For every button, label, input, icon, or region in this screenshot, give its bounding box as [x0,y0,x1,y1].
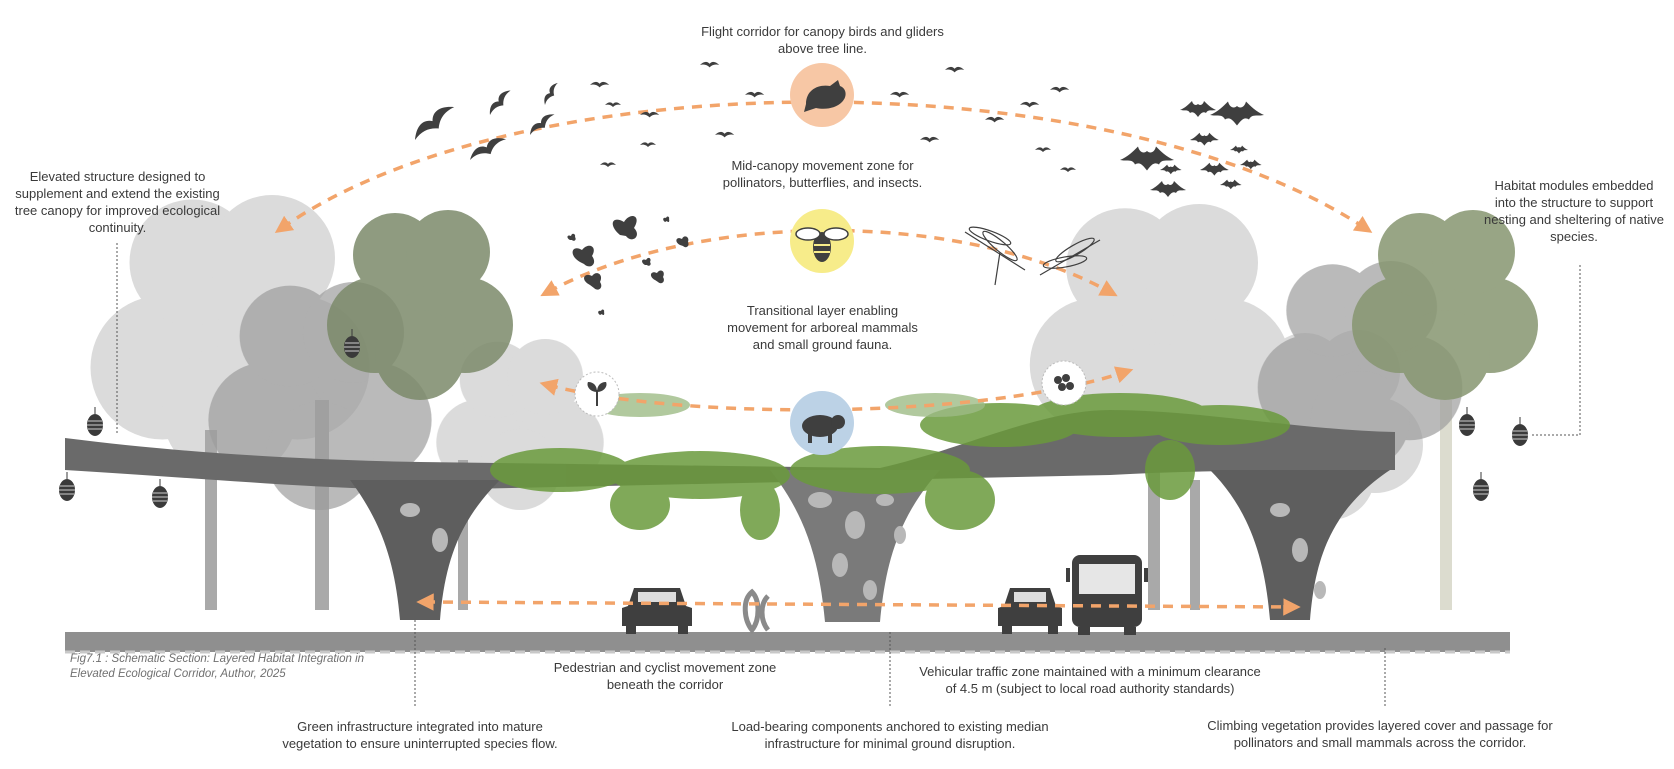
cyclist-icon [742,588,771,635]
car-icon [622,588,692,634]
label-green-infrastructure: Green infrastructure integrated into mat… [282,719,558,751]
bat-icon [1120,101,1264,197]
pointer-lines [116,243,1581,708]
label-mid-canopy: Mid-canopy movement zone for pollinators… [722,158,923,190]
label-climbing-vegetation: Climbing vegetation provides layered cov… [1207,718,1553,750]
label-load-bearing: Load-bearing components anchored to exis… [731,719,1049,751]
sprout-icon [574,371,620,417]
bird-icon [790,63,854,127]
car-icon [998,588,1062,634]
label-vehicular-zone: Vehicular traffic zone maintained with a… [919,664,1261,696]
pig-icon [790,391,854,455]
label-pedestrian-zone: Pedestrian and cyclist movement zone ben… [553,660,777,692]
dragonfly-icon [964,226,1101,286]
figure-caption: Fig7.1 : Schematic Section: Layered Habi… [70,653,365,680]
bee-icon [790,209,854,273]
label-habitat-modules: Habitat modules embedded into the struct… [1484,178,1664,244]
label-transitional: Transitional layer enabling movement for… [727,303,918,352]
butterfly-icon [567,216,689,316]
flock-birds [409,61,1076,172]
label-elevated-structure: Elevated structure designed to supplemen… [14,169,221,235]
bus-icon [1066,555,1148,635]
climbing-vegetation [490,393,1290,540]
berries-icon [1041,360,1087,406]
road [65,632,1510,654]
label-flight-corridor: Flight corridor for canopy birds and gli… [701,24,944,56]
